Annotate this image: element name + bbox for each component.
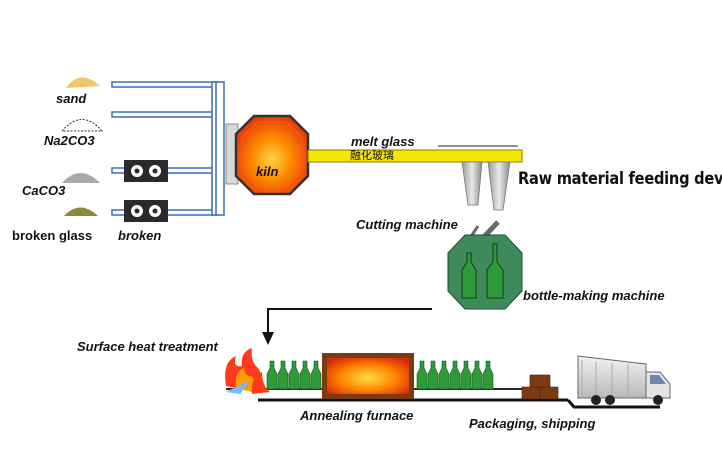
- label-cutting-machine: Cutting machine: [356, 217, 458, 232]
- flow-arrow: [267, 308, 432, 333]
- crusher-icon: [124, 200, 168, 222]
- chute-icon: [461, 161, 483, 206]
- label-melt-glass: melt glass: [351, 134, 415, 149]
- label-kiln: kiln: [256, 164, 279, 179]
- label-sand: sand: [56, 91, 87, 106]
- label-packaging: Packaging, shipping: [469, 416, 596, 431]
- package-box-icon: [521, 374, 559, 400]
- caco3-pile-icon: [62, 173, 100, 183]
- label-broken: broken: [118, 228, 162, 243]
- bottle-row: [416, 360, 494, 390]
- na2co3-pile-icon: [60, 119, 104, 132]
- chute-icon: [487, 161, 511, 211]
- feed-pipes: [111, 81, 225, 216]
- label-melt-glass-cn: 融化玻璃: [350, 149, 394, 162]
- crusher-icon: [124, 160, 168, 182]
- label-raw-material-feeding: Raw material feeding device: [518, 169, 722, 189]
- label-surface-heat: Surface heat treatment: [77, 339, 218, 354]
- bottle-machine-icon: [447, 234, 523, 310]
- label-annealing: Annealing furnace: [300, 408, 414, 423]
- truck-icon: [577, 355, 671, 405]
- bottle-row: [266, 360, 322, 390]
- flame-icon: [225, 348, 270, 394]
- label-caco3: CaCO3: [22, 183, 66, 198]
- kiln-icon: [234, 114, 310, 196]
- label-broken-glass: broken glass: [12, 228, 93, 243]
- label-bottle-making: bottle-making machine: [523, 288, 665, 303]
- melt-glass-channel: [307, 149, 523, 163]
- sand-pile-icon: [66, 77, 100, 88]
- broken-glass-pile-icon: [64, 207, 98, 216]
- label-na2co3: Na2CO3: [44, 133, 95, 148]
